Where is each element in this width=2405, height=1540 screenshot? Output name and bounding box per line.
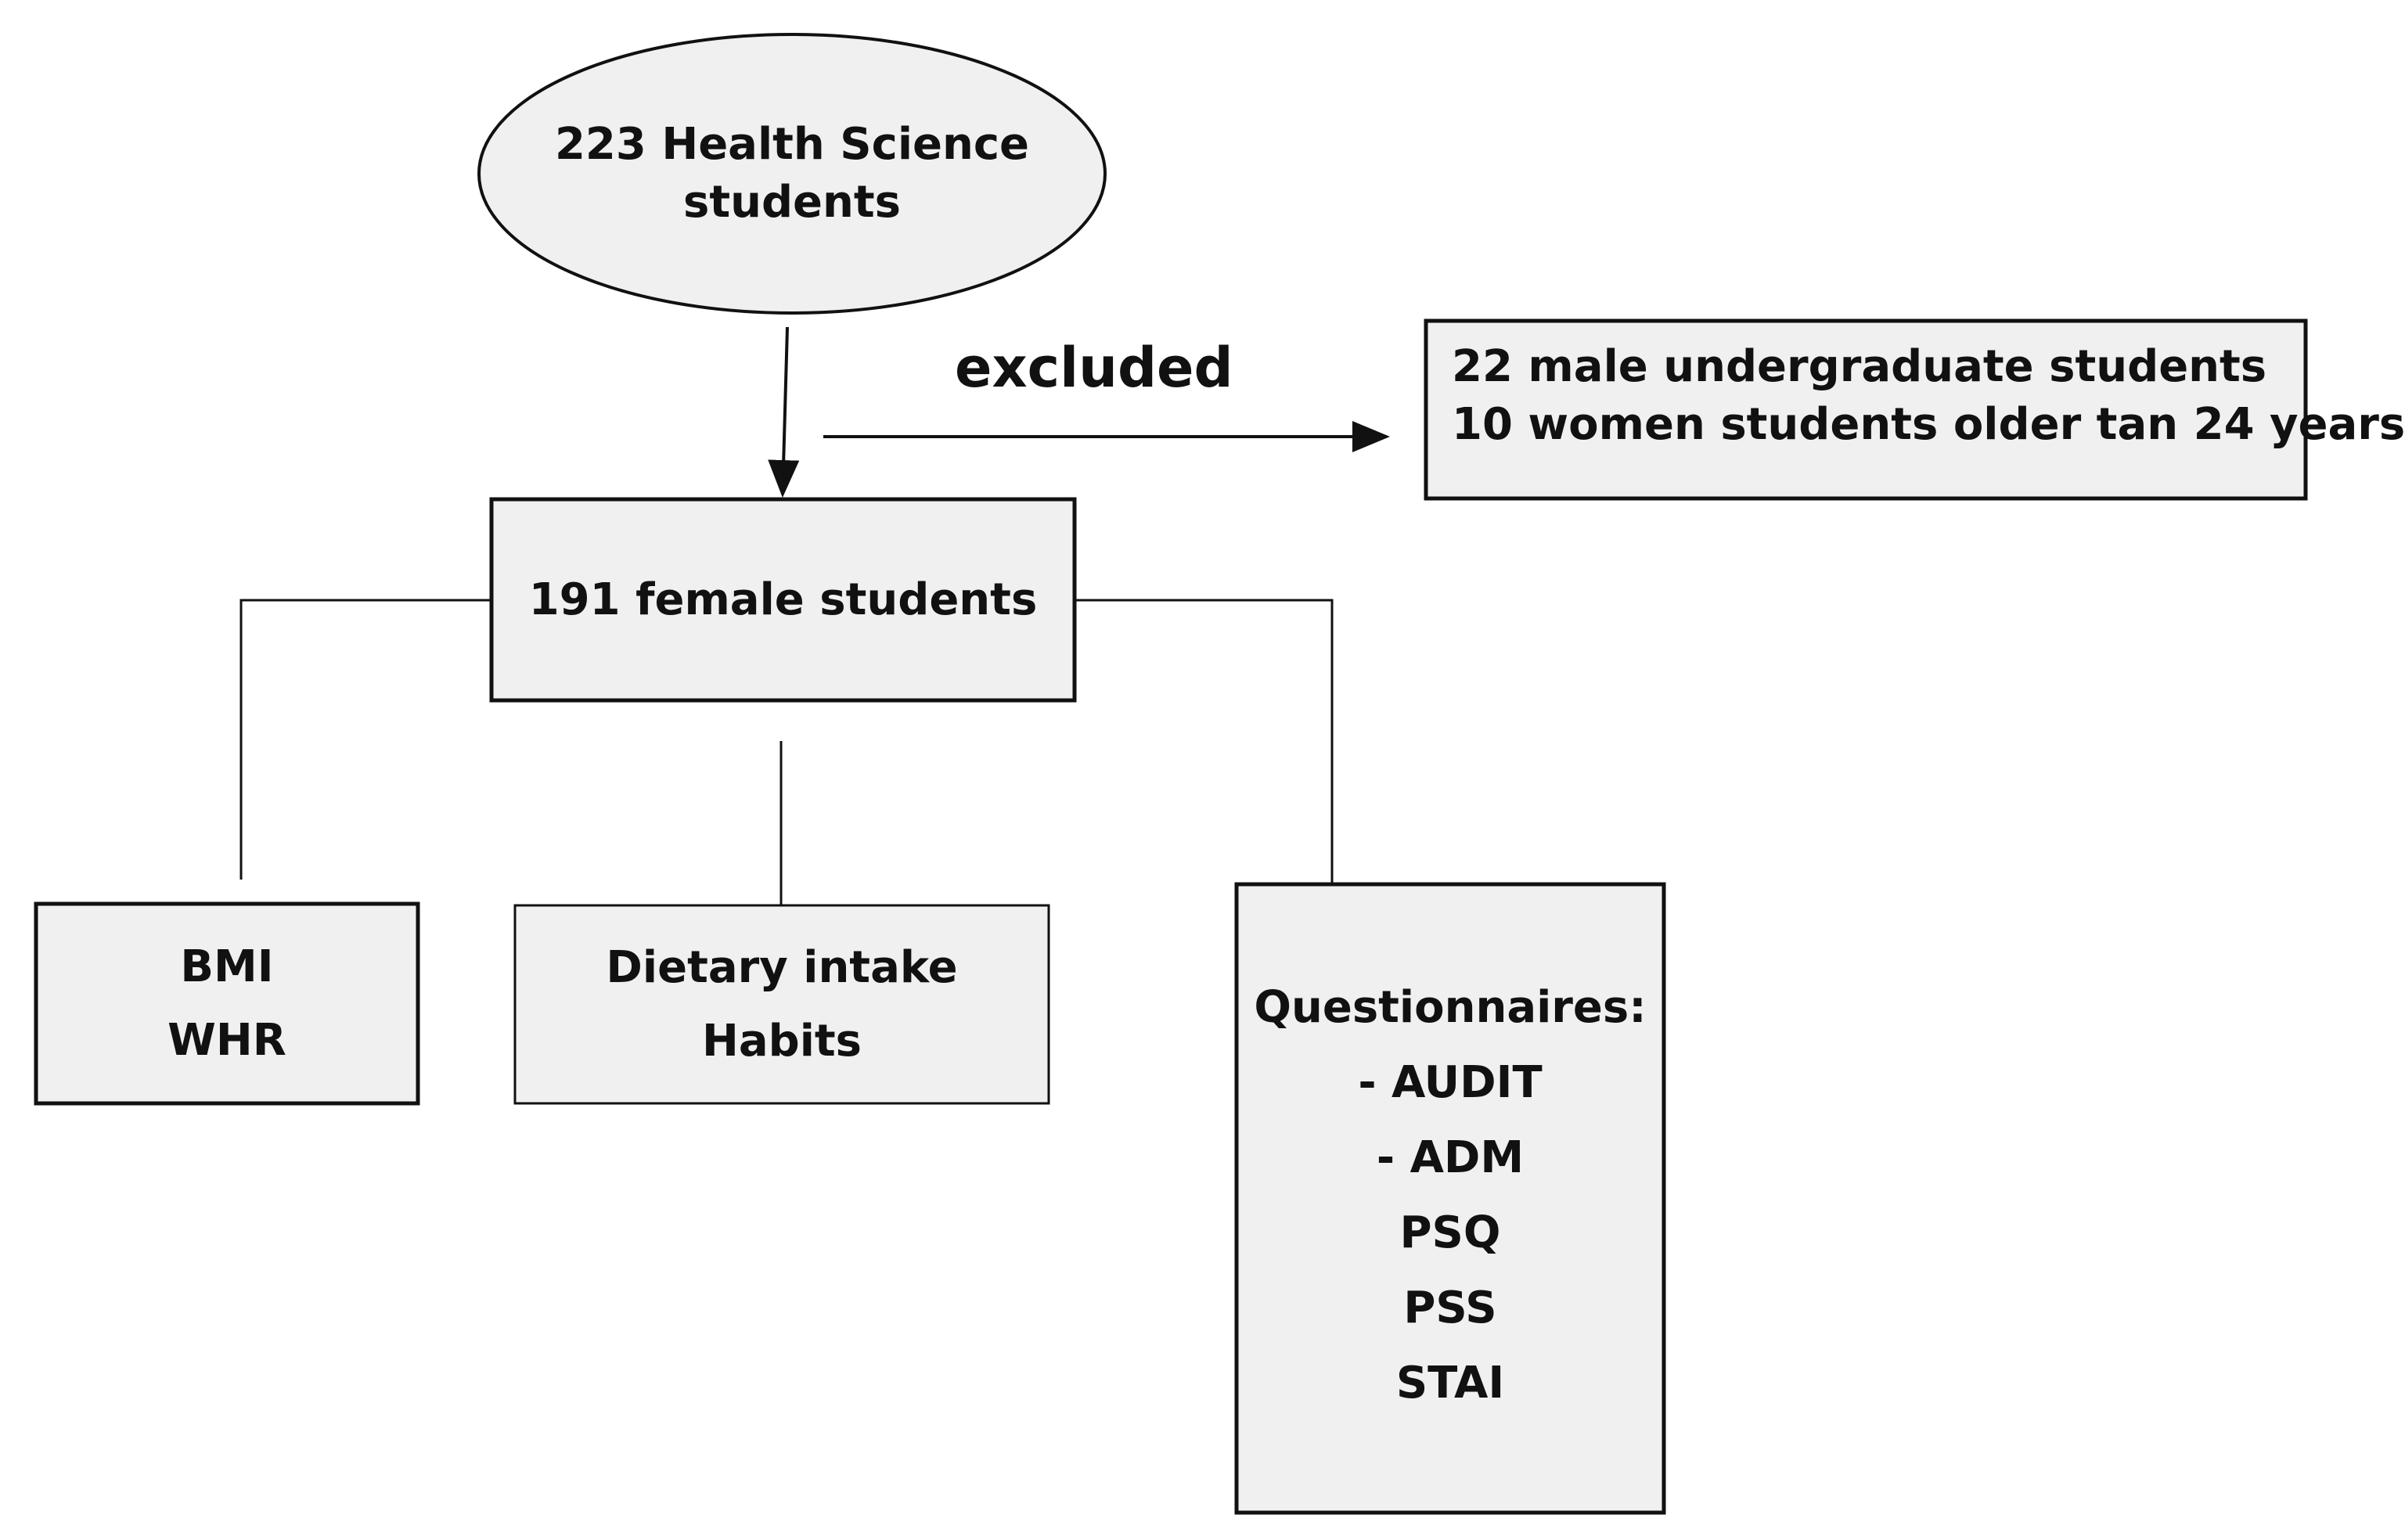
flowchart-canvas bbox=[34, 33, 2308, 1515]
questionnaires-line-1: Questionnaires: bbox=[1254, 982, 1647, 1033]
connector-to-questionnaires bbox=[1075, 599, 1334, 883]
female-students-label: 191 female students bbox=[491, 499, 1075, 700]
diet-line-2: Habits bbox=[701, 1015, 862, 1067]
excluded-line-2: 10 women students older tan 24 years bbox=[1452, 399, 2405, 450]
questionnaires-line-5: PSS bbox=[1403, 1283, 1497, 1333]
excluded-edge-label: excluded bbox=[955, 336, 1233, 400]
questionnaires-line-6: STAI bbox=[1395, 1358, 1505, 1409]
female-students-node bbox=[489, 497, 1077, 703]
questionnaires-node bbox=[1234, 882, 1666, 1515]
anthropometry-label: BMI WHR bbox=[36, 904, 418, 1103]
diet-node bbox=[513, 904, 1050, 1105]
excluded-line-1: 22 male undergraduate students bbox=[1452, 341, 2267, 392]
excluded-reasons-node bbox=[1424, 318, 2308, 501]
female-line-1: 191 female students bbox=[528, 574, 1038, 625]
questionnaires-line-2: - AUDIT bbox=[1358, 1057, 1543, 1108]
total-line-2: students bbox=[682, 177, 901, 228]
diet-label: Dietary intake Habits bbox=[515, 905, 1049, 1103]
total-students-label: 223 Health Science students bbox=[479, 95, 1105, 252]
excluded-reasons-label: 22 male undergraduate students 10 women … bbox=[1452, 338, 2405, 487]
anthropometry-line-1: BMI bbox=[180, 941, 274, 992]
anthropometry-line-2: WHR bbox=[167, 1014, 286, 1066]
diet-line-1: Dietary intake bbox=[606, 941, 958, 993]
total-students-node bbox=[477, 33, 1107, 315]
questionnaires-line-4: PSQ bbox=[1399, 1207, 1501, 1258]
questionnaires-line-3: - ADM bbox=[1376, 1132, 1525, 1183]
connector-to-anthropometry bbox=[239, 599, 491, 880]
questionnaires-label: Questionnaires: - AUDIT - ADM PSQ PSS ST… bbox=[1237, 970, 1664, 1424]
anthropometry-node bbox=[34, 901, 420, 1106]
arrow-total-to-female bbox=[768, 326, 800, 498]
total-line-1: 223 Health Science bbox=[554, 119, 1030, 170]
